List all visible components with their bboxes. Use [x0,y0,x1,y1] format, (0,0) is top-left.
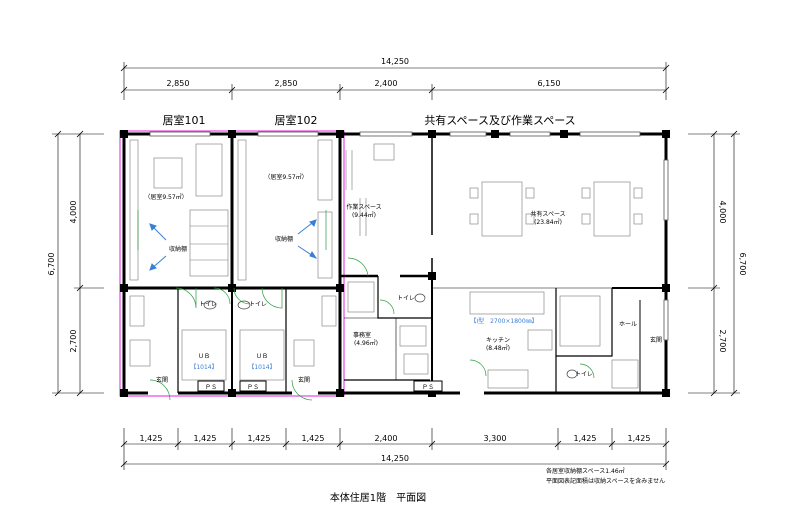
heading-shared: 共有スペース及び作業スペース [424,113,575,127]
label-toilet-102: トイレ [249,301,267,308]
label-kitchen-area: (8.48㎡) [486,344,510,352]
dim-top-total: 14,250 [381,57,409,66]
label-shared-space: 共有スペース [530,210,565,218]
windows [149,131,669,341]
dim-bottom-seg-1: 1,425 [140,434,163,443]
dim-top-seg-3: 2,400 [375,79,398,88]
dim-bottom-seg-5: 2,400 [375,434,398,443]
caption: 本体住居1階 平面図 [330,491,426,504]
dim-bottom-total: 14,250 [381,454,409,463]
dim-bottom-seg-4: 1,425 [302,434,325,443]
dim-left-upper: 4,000 [69,201,78,224]
columns [120,130,670,397]
label-work-space-area: (9.44㎡) [352,211,376,219]
label-ps-1: ＰＳ [205,384,217,391]
heading-room102: 居室102 [275,113,318,127]
label-toilet-kitchen: トイレ [575,371,593,378]
label-ub-102: ＵＢ [256,353,268,360]
dim-left-total: 6,700 [47,253,56,276]
label-storage-102: 収納棚 [275,235,293,243]
dim-top-seg-4: 6,150 [538,79,561,88]
label-entrance-101: 玄関 [156,376,168,384]
label-kitchen-unit: 【I型 2700×1800㎜】 [470,317,537,325]
dim-right-total: 6,700 [738,253,747,276]
dim-right-lower: 2,700 [718,330,727,353]
dim-bottom-seg-2: 1,425 [194,434,217,443]
label-ub-101-size: 【1014】 [190,364,217,371]
label-work-space: 作業スペース [346,203,381,211]
furniture [129,139,643,389]
dim-left-lower: 2,700 [69,330,78,353]
storage-arrows [149,219,318,271]
dim-right-upper: 4,000 [718,201,727,224]
label-toilet-101: トイレ [199,301,217,308]
label-ub-102-size: 【1014】 [248,364,275,371]
dim-top-seg-1: 2,850 [167,79,190,88]
dimension-ticks [54,64,738,468]
ps-boxes [197,380,443,392]
label-entrance-right: 玄関 [650,336,662,344]
label-room102-area: （居室9.57㎡） [264,173,307,181]
label-ub-101: ＵＢ [198,353,210,360]
label-storage-101: 収納棚 [169,245,187,253]
label-toilet-shared: トイレ [397,295,415,302]
label-ps-2: ＰＳ [247,384,259,391]
door-swings [137,210,595,401]
label-entrance-102: 玄関 [298,376,310,384]
dim-bottom-seg-3: 1,425 [248,434,271,443]
note-area: 平面図表記面積は収納スペースを含みません [546,477,665,485]
dim-bottom-seg-6: 3,300 [484,434,507,443]
dim-top-seg-2: 2,850 [275,79,298,88]
walls [122,132,668,395]
label-ps-3: ＰＳ [422,384,434,391]
toilet-fixtures [203,293,578,379]
label-office-area: (4.96㎡) [354,339,378,347]
label-shared-space-area: (23.84㎡) [534,218,562,226]
label-room101-area: （居室9.57㎡） [144,193,187,201]
label-office: 事務室 [353,331,371,339]
dim-bottom-seg-8: 1,425 [628,434,651,443]
label-kitchen: キッチン [486,337,510,344]
dim-bottom-seg-7: 1,425 [574,434,597,443]
label-hall: ホール [619,321,637,328]
note-storage: 各居室収納棚スペース1.46㎡ [546,467,625,475]
heading-room101: 居室101 [163,113,206,127]
